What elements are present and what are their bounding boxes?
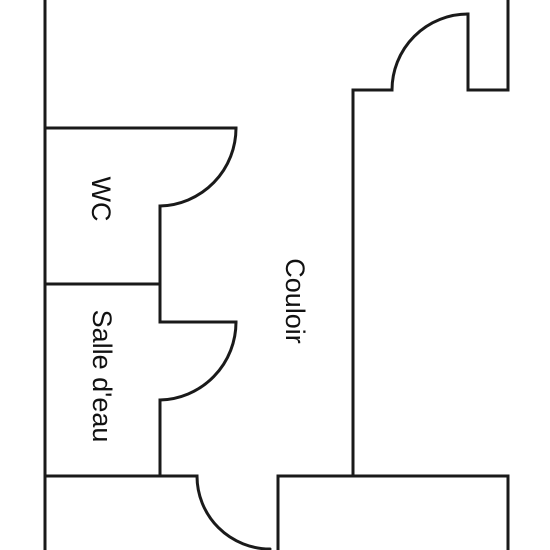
room-labels: WC Salle d'eau Couloir xyxy=(86,177,310,443)
top-right-notch-walls xyxy=(466,0,510,92)
bathroom-door-swing xyxy=(158,320,238,402)
salle-deau-label: Salle d'eau xyxy=(87,310,117,443)
walls xyxy=(43,0,510,550)
doors xyxy=(158,12,470,550)
bottom-door-swing xyxy=(195,474,272,550)
wc-door-swing xyxy=(158,126,238,208)
bottom-right-room-walls xyxy=(276,474,510,550)
wc-label: WC xyxy=(86,177,116,222)
top-right-door-swing xyxy=(390,12,470,92)
couloir-label: Couloir xyxy=(280,258,310,344)
corridor-right-wall xyxy=(351,88,394,478)
